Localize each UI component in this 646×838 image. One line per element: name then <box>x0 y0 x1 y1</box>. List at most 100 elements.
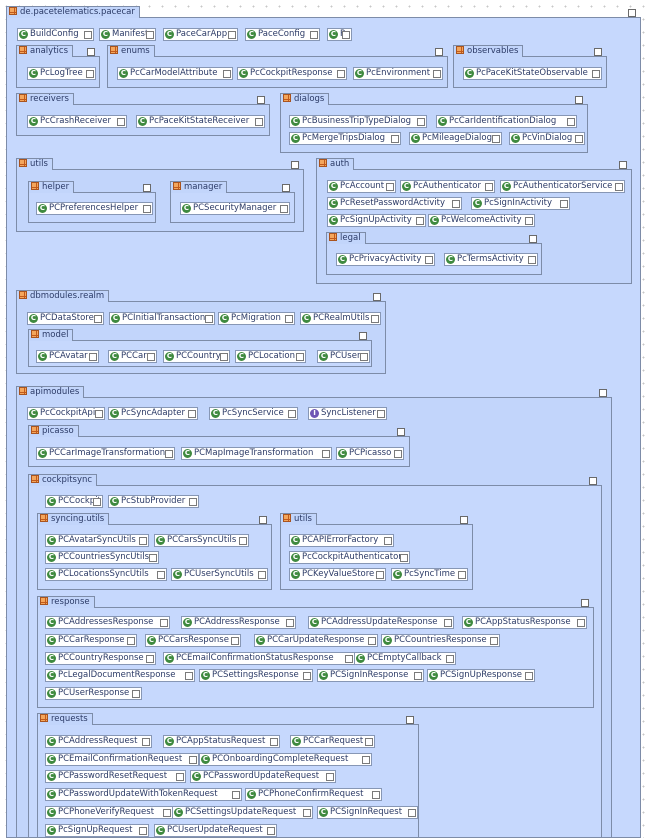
expand-icon[interactable] <box>296 353 304 361</box>
expand-icon[interactable] <box>360 353 368 361</box>
expand-icon[interactable] <box>267 827 275 835</box>
collapse-icon[interactable] <box>529 235 537 243</box>
expand-icon[interactable] <box>160 619 168 627</box>
expand-icon[interactable] <box>490 637 498 645</box>
expand-icon[interactable] <box>288 410 296 418</box>
expand-icon[interactable] <box>310 31 318 39</box>
expand-icon[interactable] <box>188 410 196 418</box>
expand-icon[interactable] <box>163 809 171 817</box>
expand-icon[interactable] <box>425 256 433 264</box>
expand-icon[interactable] <box>286 619 294 627</box>
expand-icon[interactable] <box>414 672 422 680</box>
expand-icon[interactable] <box>303 672 311 680</box>
expand-icon[interactable] <box>377 410 385 418</box>
expand-icon[interactable] <box>575 135 583 143</box>
package-tab[interactable]: enums <box>107 45 155 57</box>
expand-icon[interactable] <box>577 619 585 627</box>
collapse-icon[interactable] <box>359 332 367 340</box>
expand-icon[interactable] <box>255 118 263 126</box>
package-tab[interactable]: dialogs <box>280 93 330 105</box>
collapse-icon[interactable] <box>599 389 607 397</box>
expand-icon[interactable] <box>365 738 373 746</box>
expand-icon[interactable] <box>391 135 399 143</box>
package-tab[interactable]: manager <box>170 181 228 193</box>
expand-icon[interactable] <box>139 537 147 545</box>
expand-icon[interactable] <box>232 791 240 799</box>
expand-icon[interactable] <box>326 773 334 781</box>
expand-icon[interactable] <box>146 31 154 39</box>
package-tab[interactable]: dbmodules.realm <box>16 290 110 302</box>
expand-icon[interactable] <box>444 619 452 627</box>
collapse-icon[interactable] <box>575 96 583 104</box>
package-tab[interactable]: auth <box>316 158 355 170</box>
expand-icon[interactable] <box>384 537 392 545</box>
expand-icon[interactable] <box>84 31 92 39</box>
expand-icon[interactable] <box>176 773 184 781</box>
expand-icon[interactable] <box>270 738 278 746</box>
expand-icon[interactable] <box>239 537 247 545</box>
expand-icon[interactable] <box>280 205 288 213</box>
collapse-icon[interactable] <box>435 48 443 56</box>
expand-icon[interactable] <box>189 756 197 764</box>
package-picasso[interactable]: picasso <box>28 425 410 467</box>
expand-icon[interactable] <box>371 315 379 323</box>
package-tab[interactable]: utils <box>280 513 317 525</box>
collapse-icon[interactable] <box>291 161 299 169</box>
expand-icon[interactable] <box>142 738 150 746</box>
expand-icon[interactable] <box>458 571 466 579</box>
expand-icon[interactable] <box>446 655 454 663</box>
expand-icon[interactable] <box>143 205 151 213</box>
collapse-icon[interactable] <box>373 293 381 301</box>
package-tab[interactable]: response <box>37 596 95 608</box>
expand-icon[interactable] <box>560 200 568 208</box>
expand-icon[interactable] <box>220 353 228 361</box>
expand-icon[interactable] <box>303 809 311 817</box>
expand-icon[interactable] <box>492 135 500 143</box>
collapse-icon[interactable] <box>581 599 589 607</box>
collapse-icon[interactable] <box>406 716 414 724</box>
expand-icon[interactable] <box>433 70 441 78</box>
expand-icon[interactable] <box>89 353 97 361</box>
